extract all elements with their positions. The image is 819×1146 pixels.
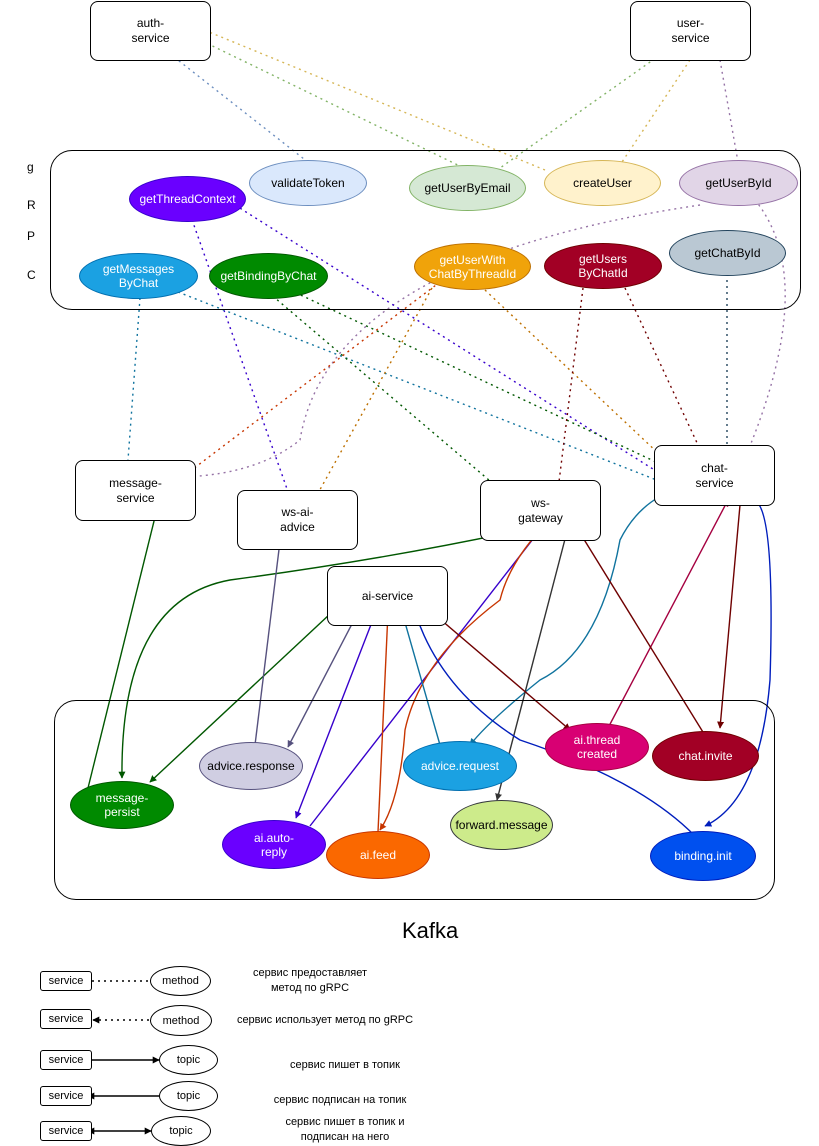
legend-method-oval-1: method <box>150 966 211 996</box>
legend-topic-oval-3: topic <box>151 1116 211 1146</box>
method-get-user-with-chat-by-thread-id: getUserWith ChatByThreadId <box>414 243 531 290</box>
grpc-letter-g: g <box>27 160 34 174</box>
method-get-user-by-email: getUserByEmail <box>409 165 526 211</box>
legend-service-box-1: service <box>40 971 92 991</box>
link-messages-chat <box>177 291 683 491</box>
kafka-group <box>54 700 775 900</box>
legend-service-box-5: service <box>40 1121 92 1141</box>
kafka-label: Kafka <box>402 918 459 943</box>
link-thread-chat <box>607 499 729 729</box>
legend-writes-and-subscribed-text: сервис пишет в топик и подписан на него <box>285 1116 405 1143</box>
method-get-user-by-id: getUserById <box>679 160 798 206</box>
topic-advice-request: advice.request <box>403 741 517 791</box>
grpc-letter-r: R <box>27 198 36 212</box>
link-userwith-chat <box>484 289 677 471</box>
link-getusers-ws <box>554 287 584 499</box>
legend-service-box-3: service <box>40 1050 92 1070</box>
method-get-users-by-chat-id: getUsers ByChatId <box>544 243 662 289</box>
method-create-user: createUser <box>544 160 661 206</box>
link-messages-message <box>127 297 141 461</box>
grpc-letter-c: C <box>27 268 36 282</box>
link-userwith-message <box>159 281 441 495</box>
grpc-letter-p: P <box>27 229 36 243</box>
ws-gateway-service: ws- gateway <box>480 480 601 541</box>
ws-ai-advice-service: ws-ai- advice <box>237 490 358 550</box>
ai-service: ai-service <box>327 566 448 626</box>
legend-subscribed-topic-text: сервис подписан на топик <box>273 1094 407 1106</box>
legend-method-oval-2: method <box>150 1005 212 1036</box>
auth-service: auth- service <box>90 1 211 61</box>
message-service: message- service <box>75 460 196 521</box>
legend-topic-oval-1: topic <box>159 1045 218 1075</box>
link-binding-ws <box>267 291 511 499</box>
legend-topic-oval-2: topic <box>159 1081 218 1111</box>
legend-provides-grpc-text: сервис предоставляет метод по gRPC <box>252 967 368 994</box>
topic-forward-message: forward.message <box>450 800 553 850</box>
topic-ai-auto-reply: ai.auto- reply <box>222 820 326 869</box>
topic-ai-feed: ai.feed <box>326 831 430 879</box>
grpc-group <box>50 150 801 310</box>
link-auth-createuser <box>191 24 546 171</box>
legend-writes-topic-text: сервис пишет в топик <box>290 1059 400 1071</box>
method-validate-token: validateToken <box>249 160 367 206</box>
link-userwith-wsai <box>311 287 433 505</box>
topic-binding-init: binding.init <box>650 831 756 881</box>
method-get-messages-by-chat: getMessages ByChat <box>79 253 198 299</box>
link-user-getuserbyid <box>719 59 739 163</box>
legend-uses-grpc-text: сервис использует метод по gRPC <box>236 1014 414 1026</box>
method-get-chat-by-id: getChatById <box>669 230 786 276</box>
topic-ai-thread-created: ai.thread created <box>545 723 649 771</box>
legend-service-box-4: service <box>40 1086 92 1106</box>
legend-service-box-2: service <box>40 1009 92 1029</box>
topic-chat-invite: chat.invite <box>652 731 759 781</box>
topic-message-persist: message- persist <box>70 781 174 829</box>
topic-advice-response: advice.response <box>199 742 303 790</box>
link-chat-invite <box>717 504 741 729</box>
method-get-thread-context: getThreadContext <box>129 176 246 222</box>
method-get-binding-by-chat: getBindingByChat <box>209 253 328 299</box>
user-service: user- service <box>630 1 751 61</box>
link-binding-chat <box>289 289 691 479</box>
link-getusers-chat <box>624 287 706 461</box>
chat-service: chat- service <box>654 445 775 506</box>
